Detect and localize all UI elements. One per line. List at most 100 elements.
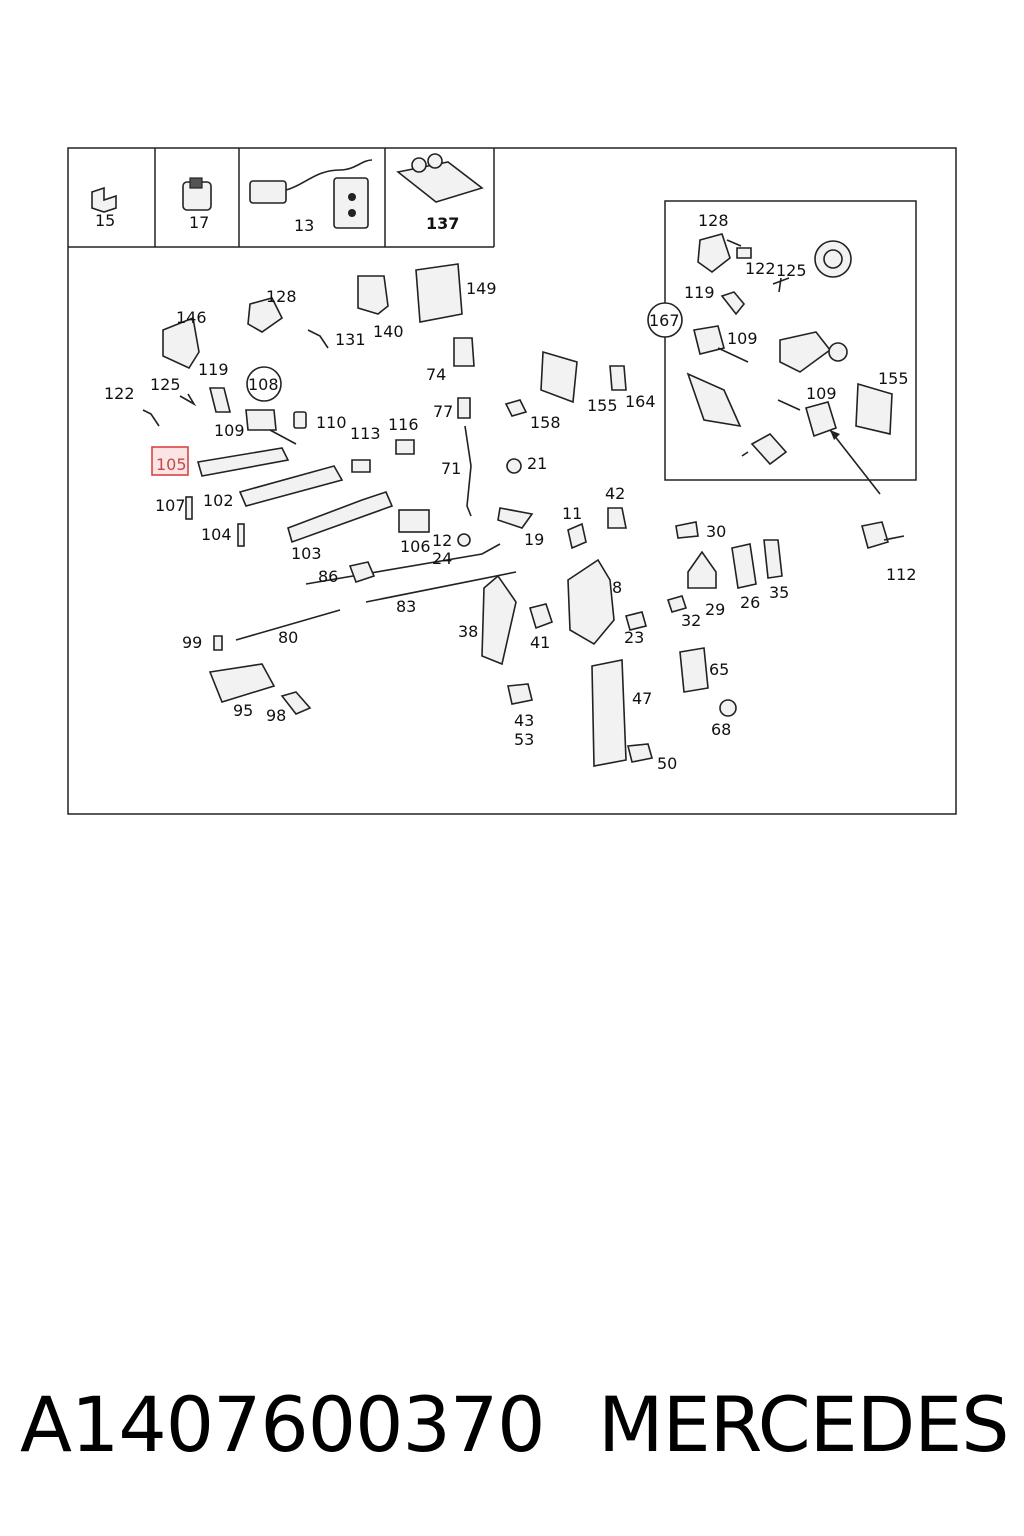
part-29	[687, 550, 717, 589]
header-part-137: 137	[396, 153, 484, 233]
inset-callout-125: 125	[776, 261, 807, 280]
inset-callout-109: 109	[806, 384, 837, 403]
part-43	[507, 683, 533, 705]
arrow-head-icon	[830, 430, 840, 440]
header-strip: 15 17 13 137	[68, 148, 495, 248]
highlight-label: 105	[156, 455, 187, 474]
callout-71: 71	[441, 459, 461, 478]
callout-122: 122	[104, 384, 135, 403]
part-32	[666, 595, 688, 613]
callout-119: 119	[198, 360, 229, 379]
callout-107: 107	[155, 496, 186, 515]
inset-callout-109: 109	[727, 329, 758, 348]
inset-callout-167: 167	[649, 311, 680, 330]
part-11	[567, 522, 587, 550]
main-parts	[142, 263, 905, 767]
callout-86: 86	[318, 567, 338, 586]
callout-53: 53	[514, 730, 534, 749]
part-19	[497, 507, 534, 529]
callout-83: 83	[396, 597, 416, 616]
part-149	[415, 263, 463, 323]
rod-80	[235, 609, 341, 641]
part-104	[237, 523, 245, 547]
callout-125: 125	[150, 375, 181, 394]
rod-83	[365, 571, 517, 603]
header-part-13: 13	[249, 159, 373, 235]
part-21	[506, 458, 522, 474]
inset-box: 128 122 125 119 167 109 109 155	[647, 200, 917, 481]
part-26	[731, 543, 757, 589]
callout-74: 74	[426, 365, 446, 384]
part-140	[357, 275, 389, 315]
callout-32: 32	[681, 611, 701, 630]
callout-112: 112	[886, 565, 917, 584]
callout-24: 24	[432, 549, 452, 568]
callout-99: 99	[182, 633, 202, 652]
part-42	[607, 507, 627, 529]
callout-106: 106	[400, 537, 431, 556]
part-146	[162, 316, 200, 370]
header-part-15: 15	[91, 186, 117, 230]
callout-21: 21	[527, 454, 547, 473]
callout-29: 29	[705, 600, 725, 619]
callout-116: 116	[388, 415, 419, 434]
callout-102: 102	[203, 491, 234, 510]
arrow-to-112	[829, 429, 881, 495]
part-65	[679, 647, 709, 693]
part-caption: A1407600370 MERCEDES	[0, 1370, 1024, 1480]
header-label-17: 17	[189, 213, 209, 232]
callout-30: 30	[706, 522, 726, 541]
callout-41: 41	[530, 633, 550, 652]
part-116	[395, 439, 415, 455]
callout-149: 149	[466, 279, 497, 298]
part-8	[567, 558, 615, 646]
header-part-17: 17	[182, 177, 212, 232]
inset-callout-155: 155	[878, 369, 909, 388]
highlighted-callout[interactable]: 105	[151, 446, 189, 476]
header-label-137: 137	[426, 214, 459, 233]
callout-23: 23	[624, 628, 644, 647]
inset-callout-122: 122	[745, 259, 776, 278]
callout-146: 146	[176, 308, 207, 327]
callout-50: 50	[657, 754, 677, 773]
callout-80: 80	[278, 628, 298, 647]
callout-104: 104	[201, 525, 232, 544]
header-label-13: 13	[294, 216, 314, 235]
callout-68: 68	[711, 720, 731, 739]
callout-8: 8	[612, 578, 622, 597]
callout-110: 110	[316, 413, 347, 432]
part-164	[609, 365, 627, 391]
inset-callout-119: 119	[684, 283, 715, 302]
part-106	[398, 509, 430, 533]
part-30	[675, 521, 699, 539]
callout-12: 12	[432, 531, 452, 550]
part-35	[763, 539, 783, 579]
callout-38: 38	[458, 622, 478, 641]
part-41	[528, 603, 554, 630]
header-label-15: 15	[95, 211, 115, 230]
callout-95: 95	[233, 701, 253, 720]
part-107	[185, 496, 193, 520]
callout-43: 43	[514, 711, 534, 730]
callout-35: 35	[769, 583, 789, 602]
callout-labels: 146 128 131 140 149 122 125 119 108 109 …	[104, 279, 917, 773]
callout-47: 47	[632, 689, 652, 708]
callout-42: 42	[605, 484, 625, 503]
part-47	[591, 659, 627, 767]
callout-128: 128	[266, 287, 297, 306]
callout-113: 113	[350, 424, 381, 443]
callout-77: 77	[433, 402, 453, 421]
callout-65: 65	[709, 660, 729, 679]
callout-19: 19	[524, 530, 544, 549]
part-112	[861, 521, 889, 550]
callout-109: 109	[214, 421, 245, 440]
callout-131: 131	[335, 330, 366, 349]
part-103	[287, 491, 394, 544]
part-105-handle	[196, 447, 290, 477]
inset-circle-167	[647, 302, 683, 338]
callout-158: 158	[530, 413, 561, 432]
callout-98: 98	[266, 706, 286, 725]
part-23	[625, 611, 647, 631]
part-74	[453, 337, 475, 367]
